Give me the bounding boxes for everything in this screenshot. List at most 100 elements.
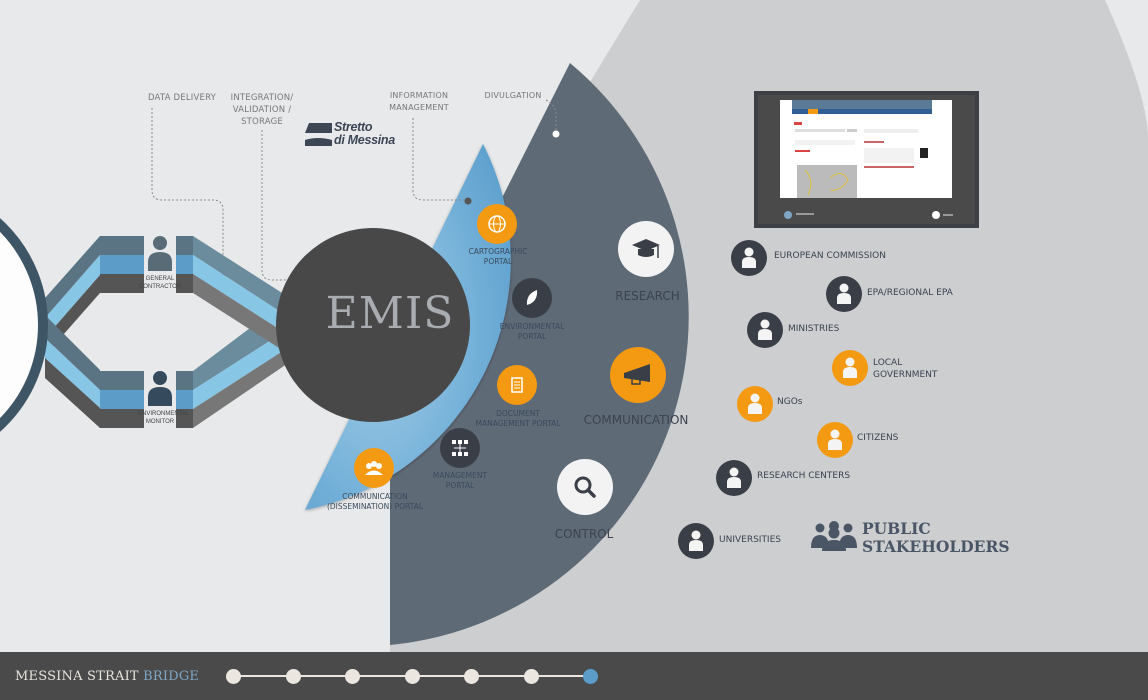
emis-core <box>276 228 470 422</box>
leader-dot <box>464 197 472 205</box>
magnifier-icon <box>574 476 596 498</box>
person-icon <box>727 467 741 488</box>
timeline-step[interactable] <box>345 669 360 684</box>
public-stakeholders-icon <box>811 521 857 551</box>
role-general-contractor: GENERAL CONTRACTOR <box>138 275 182 291</box>
stakeholder-label: EPA/REGIONAL EPA <box>867 288 953 298</box>
label-line: MANAGEMENT <box>389 103 449 112</box>
timeline-step[interactable] <box>523 669 539 684</box>
portal-label-document[interactable]: DOCUMENT MANAGEMENT PORTAL <box>468 409 568 429</box>
stakeholder-node[interactable] <box>832 350 868 386</box>
portal-label-management[interactable]: MANAGEMENT PORTAL <box>420 471 500 491</box>
label-line: VALIDATION / <box>232 105 292 115</box>
stakeholder-node[interactable] <box>747 312 783 348</box>
bridge-cables <box>45 236 306 428</box>
portal-button[interactable] <box>354 448 394 488</box>
person-icon <box>148 236 172 271</box>
stakeholder-line: GOVERNMENT <box>873 370 938 380</box>
person-icon <box>148 371 172 406</box>
public-stakeholders-title: PUBLIC STAKEHOLDERS <box>862 520 1010 556</box>
portal-line: CARTOGRAPHIC <box>468 247 528 256</box>
footer-title: MESSINA STRAIT BRIDGE <box>15 669 199 684</box>
person-icon <box>742 247 756 268</box>
portal-line: COMMUNICATION <box>342 492 408 501</box>
stretto-logo-icon <box>305 123 332 146</box>
portal-button[interactable] <box>512 278 552 318</box>
stretto-di-messina-logo: Stretto di Messina <box>334 121 395 147</box>
label-line: INFORMATION <box>389 91 449 100</box>
label-integration: INTEGRATION/ VALIDATION / STORAGE <box>222 92 302 128</box>
function-label-research: RESEARCH <box>615 289 680 303</box>
logo-line: di Messina <box>334 133 395 147</box>
function-button[interactable] <box>610 347 666 403</box>
person-icon <box>828 429 842 450</box>
label-line: INTEGRATION/ <box>230 93 294 103</box>
role-line: ENVIRONMENTAL <box>138 411 190 417</box>
stakeholder-node[interactable] <box>716 460 752 496</box>
diagram-svg <box>0 0 1148 652</box>
graduation-cap-icon <box>632 239 660 258</box>
person-icon <box>843 357 857 378</box>
person-icon <box>748 393 762 414</box>
label-divulgation: DIVULGATION <box>484 91 542 100</box>
function-button[interactable] <box>557 459 613 515</box>
document-icon <box>511 377 523 393</box>
portal-label-cartographic[interactable]: CARTOGRAPHIC PORTAL <box>458 247 538 267</box>
portal-line: DOCUMENT <box>496 409 540 418</box>
label-information-management: INFORMATION MANAGEMENT <box>382 90 456 114</box>
emis-title: EMIS <box>325 288 455 339</box>
stakeholder-label: RESEARCH CENTERS <box>757 471 851 481</box>
megaphone-icon <box>624 364 650 385</box>
portal-line: (DISSEMINATION) PORTAL <box>326 502 424 511</box>
stakeholder-node[interactable] <box>817 422 853 458</box>
portal-button[interactable] <box>497 365 537 405</box>
footer-title-accent: BRIDGE <box>143 669 200 684</box>
person-icon <box>758 319 772 340</box>
anchor-circle <box>0 218 48 432</box>
role-environmental-monitor: ENVIRONMENTAL MONITOR <box>138 410 190 426</box>
timeline-step[interactable] <box>226 669 241 684</box>
role-line: GENERAL <box>145 276 175 282</box>
stakeholder-node[interactable] <box>678 523 714 559</box>
stakeholder-node[interactable] <box>737 386 773 422</box>
public-line: PUBLIC <box>862 519 931 538</box>
person-icon <box>689 530 703 551</box>
timeline-step[interactable] <box>583 669 598 684</box>
portal-label-communication[interactable]: COMMUNICATION (DISSEMINATION) PORTAL <box>320 492 430 512</box>
footer-title-main: MESSINA STRAIT <box>15 669 139 684</box>
stakeholder-label: MINISTRIES <box>788 324 840 334</box>
diagram-stage: DATA DELIVERY INTEGRATION/ VALIDATION / … <box>0 0 1148 652</box>
stakeholder-label: LOCAL GOVERNMENT <box>873 357 937 381</box>
portal-line: PORTAL <box>445 481 475 490</box>
label-line: STORAGE <box>241 117 283 127</box>
portal-label-environmental[interactable]: ENVIRONMENTAL PORTAL <box>492 322 572 342</box>
leaf-icon <box>526 290 538 305</box>
portal-button[interactable] <box>477 204 517 244</box>
portal-line: PORTAL <box>483 257 513 266</box>
function-ring <box>390 63 689 645</box>
stakeholder-node[interactable] <box>826 276 862 312</box>
portal-line: MANAGEMENT PORTAL <box>475 419 561 428</box>
stakeholder-label: UNIVERSITIES <box>719 535 781 545</box>
label-data-delivery: DATA DELIVERY <box>147 93 217 103</box>
group-icon <box>365 461 383 475</box>
stakeholder-label: EUROPEAN COMMISSION <box>774 251 886 261</box>
stakeholder-line: LOCAL <box>873 358 903 368</box>
stakeholder-label: CITIZENS <box>857 433 899 443</box>
function-button[interactable] <box>618 221 674 277</box>
stakeholder-label: NGOs <box>777 397 803 407</box>
timeline-step[interactable] <box>464 669 479 684</box>
timeline-step[interactable] <box>404 669 420 684</box>
portal-line: PORTAL <box>517 332 547 341</box>
leader-lines <box>151 99 557 281</box>
role-line: CONTRACTOR <box>138 284 182 290</box>
portal-button[interactable] <box>440 428 480 468</box>
portal-line: MANAGEMENT <box>432 471 488 480</box>
logo-line: Stretto <box>334 120 373 134</box>
stakeholder-node[interactable] <box>731 240 767 276</box>
portal-line: ENVIRONMENTAL <box>499 322 565 331</box>
function-label-communication: COMMUNICATION <box>583 413 689 427</box>
globe-icon <box>488 215 506 233</box>
timeline-step[interactable] <box>285 669 301 684</box>
function-label-control: CONTROL <box>554 527 614 541</box>
